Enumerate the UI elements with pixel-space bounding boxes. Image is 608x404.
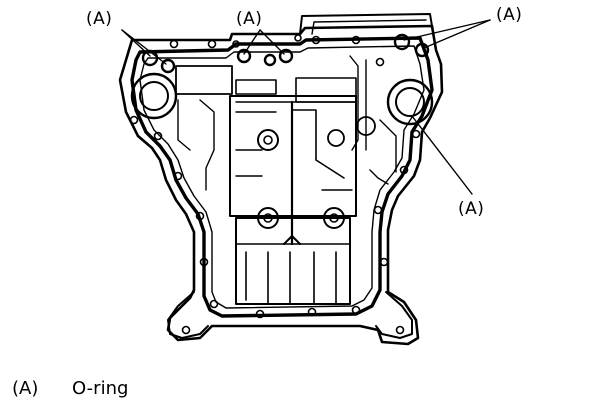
- boss: [257, 207, 279, 229]
- callout-label: (A): [236, 9, 262, 29]
- passage-line: [199, 99, 215, 191]
- legend: (A) O-ring: [12, 378, 128, 400]
- passage-line: [177, 99, 191, 151]
- boss: [327, 129, 345, 147]
- passage-block: [175, 65, 233, 95]
- passage-line: [369, 169, 389, 185]
- o-ring-seat: [263, 53, 277, 67]
- passage-line: [379, 119, 397, 173]
- legend-description: O-ring: [72, 378, 129, 399]
- boss: [356, 116, 376, 136]
- right-extension: [299, 13, 433, 35]
- sump-step: [291, 109, 345, 179]
- gasket-line: [130, 36, 434, 318]
- flange-right: [375, 291, 413, 339]
- boss-hole: [263, 135, 273, 145]
- passage-block: [235, 79, 277, 95]
- bolt-holes: [129, 34, 421, 335]
- right-extension-inner: [311, 19, 427, 35]
- sump-notch: [283, 235, 301, 245]
- callout-label: (A): [86, 9, 112, 29]
- boss-hole: [329, 213, 339, 223]
- bore-left: [130, 72, 178, 120]
- callout-label: (A): [458, 199, 484, 219]
- o-ring-seat: [236, 48, 252, 64]
- legend-key: (A): [12, 378, 39, 399]
- boss-hole: [263, 213, 273, 223]
- passage-line: [349, 55, 359, 151]
- boss: [257, 129, 279, 151]
- bore-right-inner: [395, 87, 425, 117]
- oil-pan-outline: [118, 24, 444, 346]
- leader-lines: [121, 19, 491, 195]
- bore-right: [386, 78, 434, 126]
- passage-block: [295, 77, 357, 103]
- o-ring-seat: [278, 48, 294, 64]
- flange-left: [167, 291, 209, 339]
- o-ring-seat: [393, 33, 411, 51]
- o-ring-seat: [160, 58, 176, 74]
- bore-left-inner: [139, 81, 169, 111]
- o-ring-seat: [414, 42, 430, 58]
- callout-label: (A): [496, 5, 522, 25]
- boss: [323, 207, 345, 229]
